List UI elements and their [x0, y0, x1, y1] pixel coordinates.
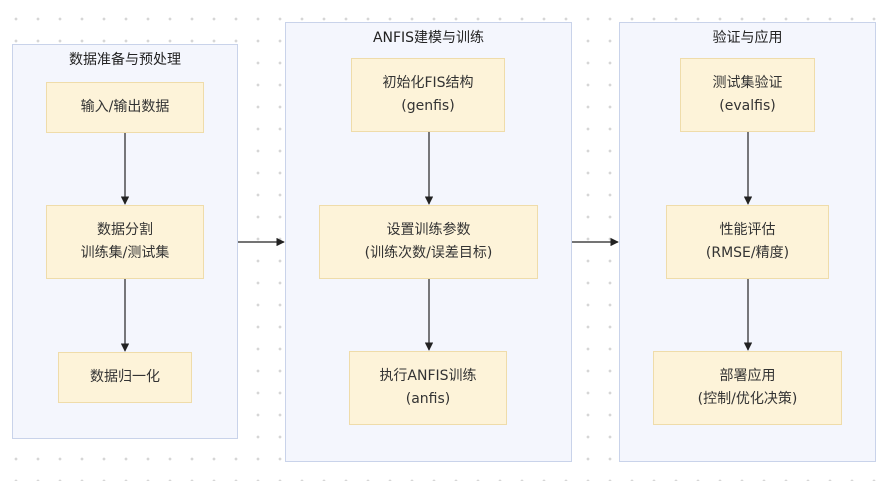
node-line: 训练集/测试集	[80, 245, 170, 261]
node-data-normalization: 数据归一化	[58, 352, 192, 403]
node-line: (evalfis)	[719, 98, 776, 114]
node-input-output-data: 输入/输出数据	[46, 82, 204, 133]
node-test-validation: 测试集验证 (evalfis)	[680, 58, 815, 132]
node-line: 性能评估	[719, 222, 776, 238]
node-line: 设置训练参数	[386, 222, 471, 238]
node-line: 数据归一化	[90, 369, 160, 385]
node-line: (训练次数/误差目标)	[364, 245, 493, 261]
node-line: (控制/优化决策)	[697, 391, 798, 407]
node-init-fis: 初始化FIS结构 (genfis)	[351, 58, 505, 132]
node-line: 部署应用	[719, 368, 776, 384]
node-line: (RMSE/精度)	[705, 245, 790, 261]
group-title: 验证与应用	[712, 30, 783, 46]
node-deployment: 部署应用 (控制/优化决策)	[653, 351, 842, 425]
group-title: 数据准备与预处理	[69, 52, 181, 68]
node-line: 测试集验证	[712, 75, 783, 91]
node-line: (anfis)	[405, 391, 451, 407]
node-performance-eval: 性能评估 (RMSE/精度)	[666, 205, 829, 279]
node-line: 数据分割	[97, 222, 153, 238]
node-run-anfis: 执行ANFIS训练 (anfis)	[349, 351, 507, 425]
node-line: 执行ANFIS训练	[379, 368, 477, 384]
node-line: 初始化FIS结构	[382, 75, 474, 91]
node-training-params: 设置训练参数 (训练次数/误差目标)	[319, 205, 538, 279]
group-title: ANFIS建模与训练	[372, 30, 485, 46]
node-data-split: 数据分割 训练集/测试集	[46, 205, 204, 279]
node-line: 输入/输出数据	[80, 99, 170, 115]
node-line: (genfis)	[401, 98, 455, 114]
